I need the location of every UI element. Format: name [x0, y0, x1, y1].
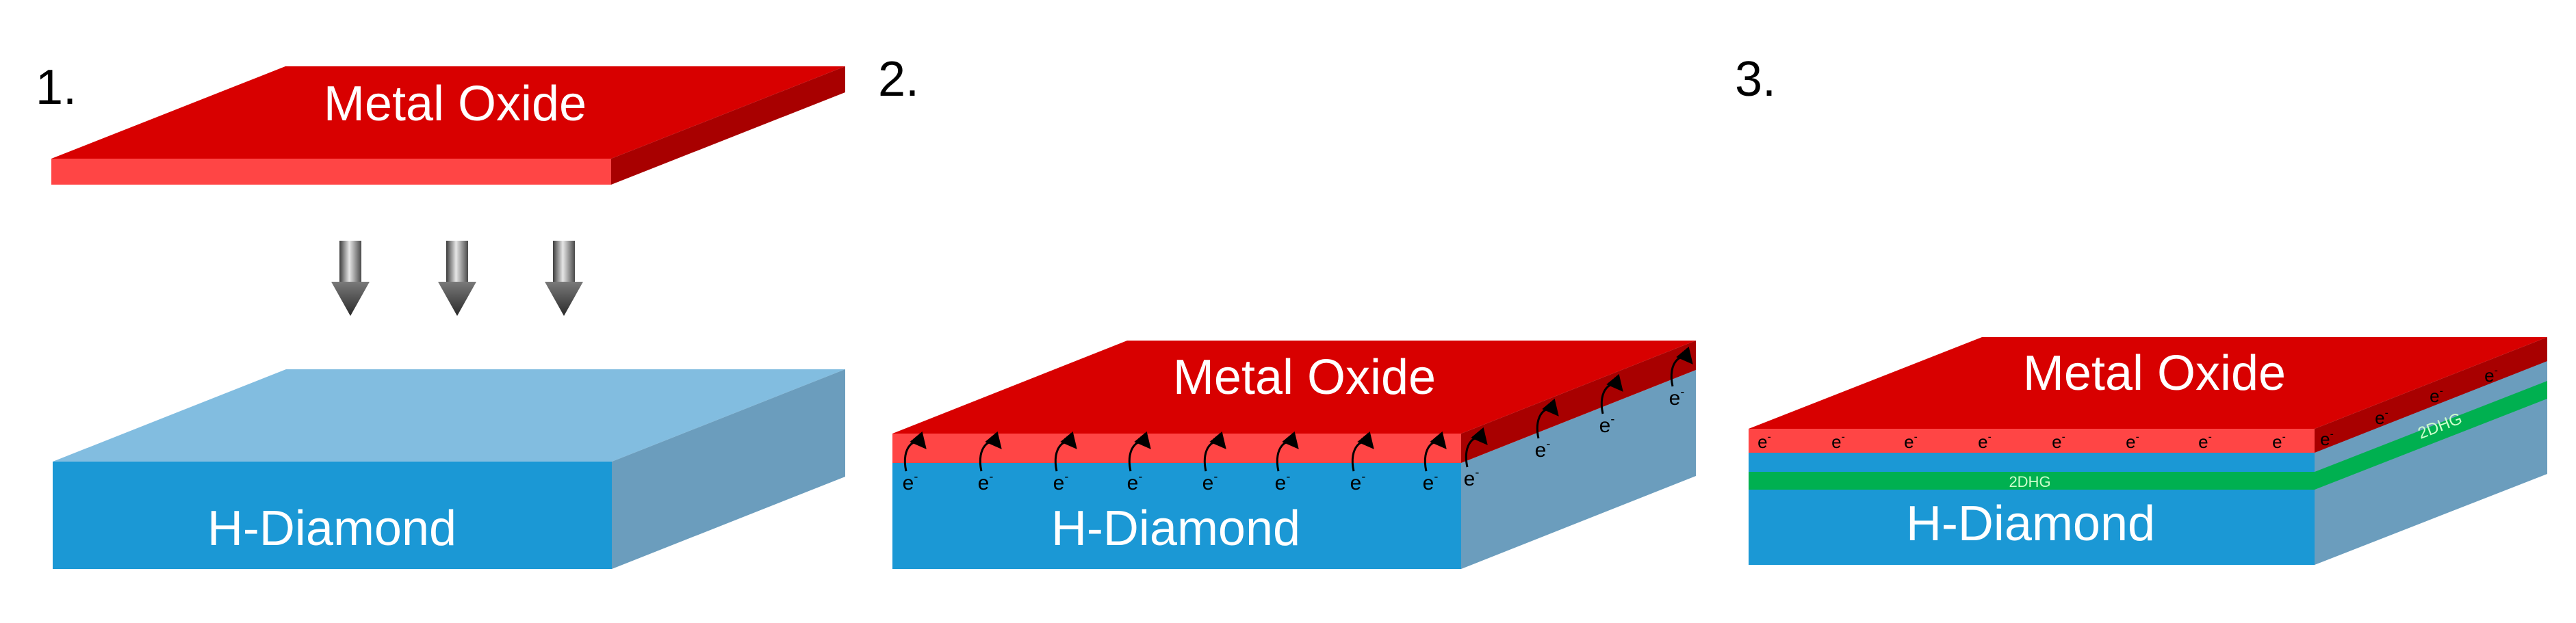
oxide-top-face [892, 341, 1696, 434]
panel-2: 2. Metal Oxide H-Diamond e-e-e-e-e-e-e-e… [878, 52, 1696, 569]
diamond-top-face [53, 369, 845, 462]
oxide-side-face [2315, 337, 2547, 453]
panel-2-diamond-label: H-Diamond [1051, 501, 1300, 556]
oxide-top-face [1749, 337, 2547, 429]
down-arrow-icon [438, 241, 476, 316]
oxide-front-face [892, 434, 1461, 463]
panel-1-oxide-label: Metal Oxide [324, 77, 587, 131]
channel-label-front: 2DHG [2009, 473, 2050, 490]
panel-1-number: 1. [36, 60, 77, 115]
diamond-side-face [1461, 370, 1696, 569]
oxide-front-face [51, 159, 611, 185]
panel-1-metal-oxide-slab: Metal Oxide [51, 66, 845, 185]
panel-2-oxide-label: Metal Oxide [1173, 350, 1436, 405]
diamond-side-face [612, 369, 845, 569]
down-arrow-icon [545, 241, 583, 316]
down-arrow-icon [331, 241, 370, 316]
panel-1-diamond-block: H-Diamond [53, 369, 845, 569]
electron-row-side: e-e-e-e- [2320, 364, 2498, 449]
panel-3: 3. Metal Oxide H-Diamond 2DHG 2DHG e-e-e… [1735, 52, 2547, 565]
oxide-side-face [1461, 341, 1696, 463]
panel-3-diamond-label: H-Diamond [1906, 496, 2155, 551]
diamond-front-face [892, 463, 1461, 569]
electron-transfer-row: e-e-e-e-e-e-e-e- [903, 431, 1447, 494]
panel-1-diamond-label: H-Diamond [207, 501, 456, 556]
oxide-top-face [51, 66, 845, 159]
panel-3-oxide-label: Metal Oxide [2023, 346, 2286, 401]
panel-3-number: 3. [1735, 52, 1776, 107]
down-arrows [331, 241, 583, 316]
panel-1: 1. Metal Oxide [36, 60, 845, 569]
panel-2-number: 2. [878, 52, 919, 107]
oxide-side-face [611, 66, 845, 185]
channel-front [1749, 472, 2315, 490]
diamond-front-face [53, 462, 612, 569]
channel-side [2315, 381, 2547, 490]
oxide-front-face [1749, 429, 2315, 453]
